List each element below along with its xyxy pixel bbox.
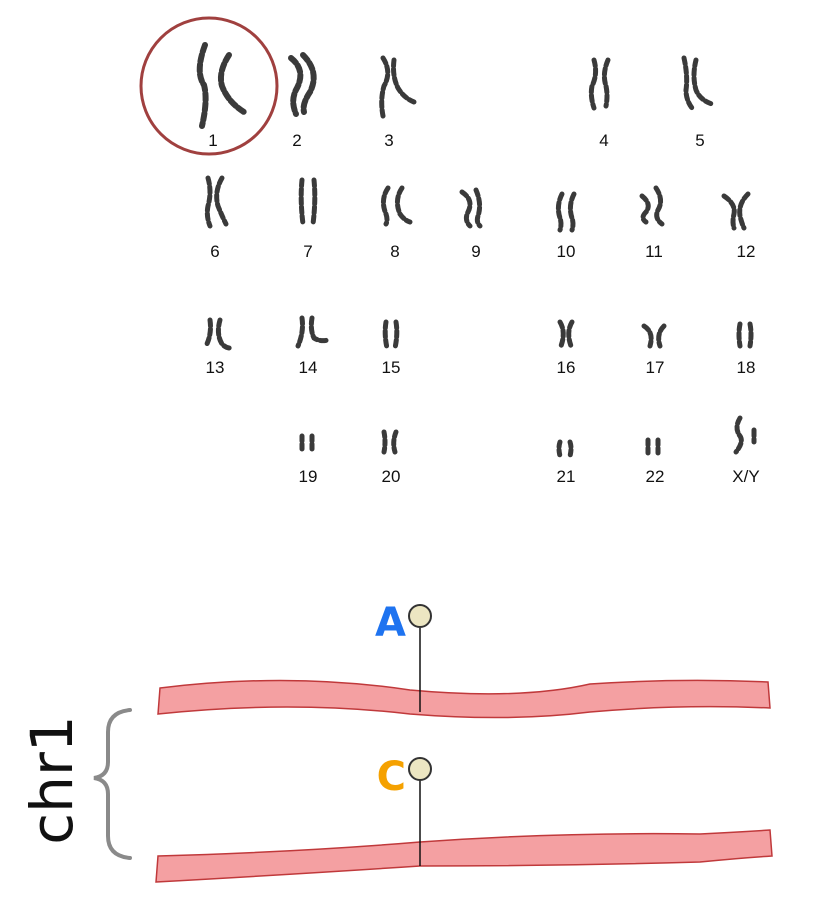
allele-label-a: A [375, 600, 406, 646]
homolog-strand-lower [155, 829, 773, 883]
chromosome-16-icon [557, 319, 575, 349]
chromosome-18-icon [736, 321, 754, 349]
chromosome-label-11: 11 [645, 242, 663, 261]
chromosome-14-icon [295, 315, 331, 349]
chromosome-glyphs [196, 42, 757, 459]
chromosome-7-icon [298, 177, 318, 227]
chromosome-13-icon [203, 317, 233, 351]
chromosome-19-icon [299, 433, 315, 455]
chromosome-label-22: 22 [646, 467, 665, 486]
chromosome-label-6: 6 [210, 242, 219, 261]
chromosome-label-17: 17 [646, 358, 665, 377]
chromosome-17-icon [641, 323, 667, 349]
chromosome-label-18: 18 [737, 358, 756, 377]
pair-brace-icon [93, 708, 132, 860]
allele-marker-upper [408, 604, 432, 628]
chromosome-label-7: 7 [303, 242, 312, 261]
chromosome-pair-label: chr1 [18, 715, 86, 844]
chromosome-21-icon [556, 439, 574, 459]
chromosome-5-icon [681, 55, 715, 111]
chromosome-12-icon [721, 191, 751, 231]
chromosome-label-10: 10 [557, 242, 576, 261]
chromosome-label-xy: X/Y [732, 467, 759, 486]
chromosome-label-8: 8 [390, 242, 399, 261]
chromosome-xy-icon [733, 415, 757, 455]
chromosome-label-20: 20 [382, 467, 401, 486]
chromosome-11-icon [639, 185, 665, 227]
allele-label-c: C [377, 754, 406, 800]
homolog-strand-upper [157, 679, 771, 719]
chromosome-label-14: 14 [299, 358, 318, 377]
chromosome-number-labels: 1 2 3 4 5 6 7 8 9 10 11 12 13 14 15 16 1… [206, 131, 760, 486]
allele-marker-lower [408, 757, 432, 781]
chromosome-label-5: 5 [695, 131, 704, 150]
chromosome-6-icon [204, 175, 229, 229]
chromosome-label-13: 13 [206, 358, 225, 377]
chromosome-20-icon [381, 429, 399, 455]
homolog-pair: A C chr1 [18, 600, 773, 883]
chromosome-15-icon [382, 319, 400, 351]
chromosome-label-1: 1 [208, 131, 217, 150]
chromosome-label-12: 12 [737, 242, 756, 261]
chromosome-label-16: 16 [557, 358, 576, 377]
chromosome-8-icon [380, 185, 413, 227]
chromosome-9-icon [459, 187, 483, 229]
chromosome-2-icon [288, 52, 317, 117]
chromosome-label-21: 21 [557, 467, 576, 486]
chromosome-4-icon [588, 57, 611, 111]
chromosome-label-3: 3 [384, 131, 393, 150]
chromosome-label-4: 4 [599, 131, 608, 150]
chromosome-label-15: 15 [382, 358, 401, 377]
chromosome-3-icon [379, 55, 417, 119]
chromosome-22-icon [645, 437, 661, 459]
chromosome-label-19: 19 [299, 467, 318, 486]
chromosome-1-icon [196, 42, 247, 129]
chromosome-label-2: 2 [292, 131, 301, 150]
chromosome-10-icon [555, 191, 577, 233]
chromosome-1-highlight-circle [139, 16, 279, 156]
chromosome-label-9: 9 [471, 242, 480, 261]
